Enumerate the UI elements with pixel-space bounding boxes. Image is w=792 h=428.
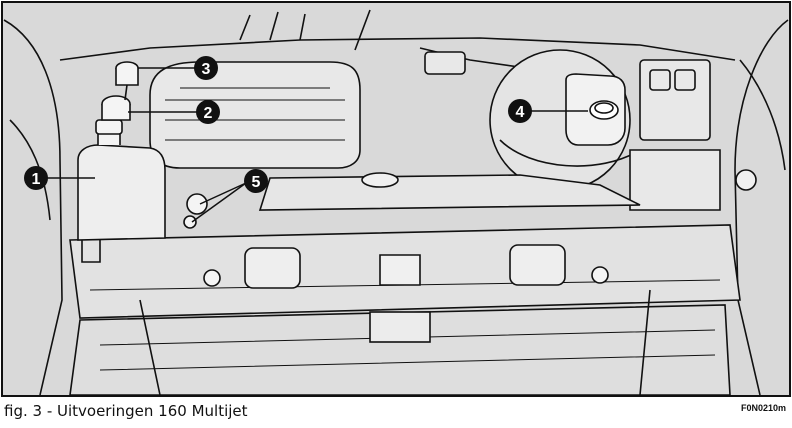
svg-text:5: 5 (252, 174, 261, 191)
callout-1: 1 (24, 166, 95, 190)
engine-bay-figure: 1 2 3 4 5 (1, 1, 791, 397)
figure-code: F0N0210m (740, 403, 786, 413)
callout-2: 2 (128, 100, 220, 124)
svg-text:2: 2 (204, 105, 213, 122)
figure-caption: fig. 3 - Uitvoeringen 160 Multijet (4, 402, 248, 420)
engine-bay-drawing (3, 9, 789, 396)
callout-4: 4 (508, 99, 588, 123)
svg-text:3: 3 (202, 61, 211, 78)
svg-text:4: 4 (516, 104, 525, 121)
svg-text:1: 1 (32, 171, 41, 188)
callout-3: 3 (138, 56, 218, 80)
callout-5: 5 (191, 169, 268, 223)
